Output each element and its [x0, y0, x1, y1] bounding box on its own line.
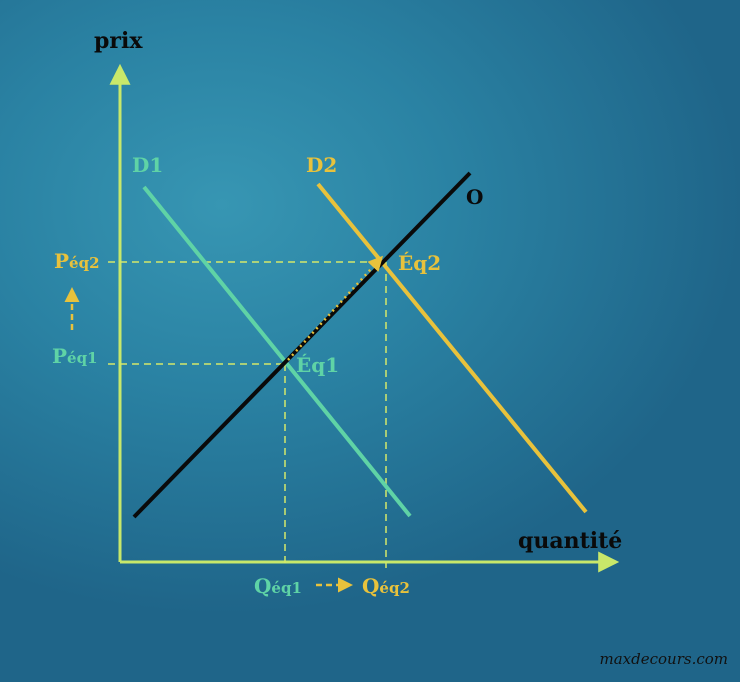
d2-label: D2: [306, 153, 337, 177]
equilibrium-shift-arrow: [287, 255, 384, 361]
demand-curve-d1: [142, 185, 412, 518]
price-eq1-label: Péq1: [52, 344, 98, 368]
d1-label: D1: [132, 153, 163, 177]
watermark: maxdecours.com: [599, 650, 729, 668]
price-eq2-label: Péq2: [54, 249, 100, 273]
eq2-label: Éq2: [398, 251, 441, 275]
quantity-eq1-label: Qéq1: [254, 574, 302, 598]
supply-curve: [132, 171, 472, 519]
x-axis-label: quantité: [518, 528, 622, 554]
quantity-eq2-label: Qéq2: [362, 574, 410, 598]
eq1-label: Éq1: [296, 353, 339, 377]
supply-label: O: [466, 185, 483, 209]
y-axis-label: prix: [94, 28, 143, 54]
demand-curve-d2: [316, 182, 588, 514]
